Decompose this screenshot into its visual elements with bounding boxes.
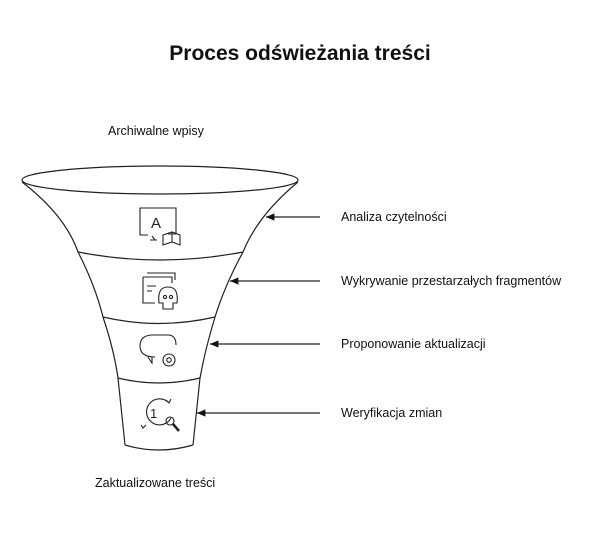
funnel-right-side [192, 181, 299, 446]
text-reading-icon: A [139, 207, 181, 246]
refresh-search-icon: 1 [140, 398, 180, 432]
funnel-left-side [21, 181, 126, 446]
band-divider [77, 251, 244, 261]
svg-text:1: 1 [150, 406, 157, 421]
band-divider [117, 377, 201, 384]
diagram-title: Proces odświeżania treści [169, 42, 431, 65]
stage-label-3: Proponowanie aktualizacji [341, 337, 486, 351]
chat-gear-icon [139, 334, 177, 367]
top-label: Archiwalne wpisy [108, 124, 204, 138]
stage-label-1: Analiza czytelności [341, 210, 447, 224]
bottom-label: Zaktualizowane treści [95, 476, 216, 490]
funnel-top [21, 165, 299, 195]
stage-label-2: Wykrywanie przestarzałych fragmentów [341, 274, 562, 288]
band-divider [102, 316, 216, 325]
document-skull-icon [142, 272, 178, 310]
funnel-bottom [124, 444, 194, 451]
svg-text:A: A [151, 215, 161, 232]
stage-label-4: Weryfikacja zmian [341, 406, 443, 420]
